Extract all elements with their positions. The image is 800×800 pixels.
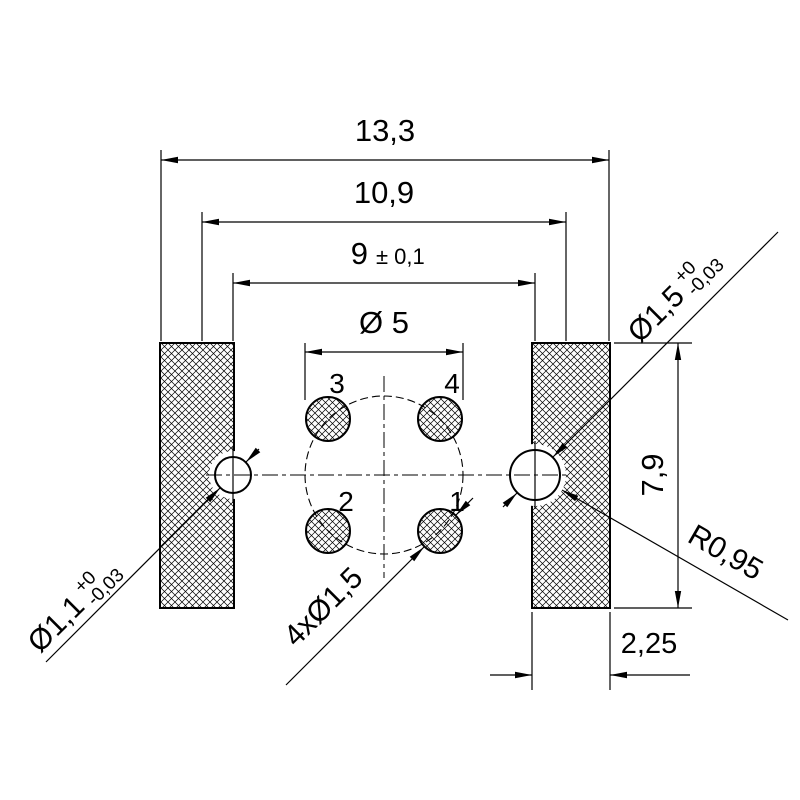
arrowhead	[549, 218, 566, 226]
pin-hole-2	[305, 508, 351, 554]
arrowhead	[233, 279, 250, 287]
pin-hole-3	[305, 396, 351, 442]
dim-outer-width-label: 10,9	[354, 175, 414, 210]
arrowhead	[161, 156, 178, 164]
pin-number-2: 2	[338, 486, 354, 517]
pin-hole-4	[417, 396, 463, 442]
arrowhead	[518, 279, 535, 287]
leader-line	[561, 489, 789, 621]
leader-line	[285, 546, 425, 686]
arrowhead	[446, 348, 463, 356]
arrowhead	[610, 671, 627, 679]
dim-pitch-tolerance-label: ± 0,1	[376, 244, 425, 269]
pattern-holes-label: 4xØ1,5	[278, 561, 370, 653]
pin-number-4: 4	[444, 368, 460, 399]
dim-block-width-label: 2,25	[621, 628, 677, 660]
dim-outer-width: 10,9	[201, 175, 567, 341]
arrowhead	[409, 544, 427, 562]
dim-height-label: 7,9	[635, 453, 670, 496]
arrowhead	[305, 348, 322, 356]
dim-bolt-circle: Ø 5	[304, 305, 464, 400]
arrowhead	[674, 343, 682, 360]
radius-label: R0,95	[683, 518, 769, 587]
dim-block-width: 2,25	[490, 612, 690, 690]
arrowhead	[674, 591, 682, 608]
dim-total-width-label: 13,3	[355, 113, 415, 148]
pin-hole-1	[417, 508, 463, 554]
left-hole-diameter-label: Ø1,1	[22, 590, 91, 659]
pin-number-1: 1	[449, 486, 465, 517]
dim-bolt-circle-label: Ø 5	[359, 305, 409, 340]
leader-line	[45, 487, 221, 663]
leader-line	[552, 231, 779, 458]
arrowhead	[515, 671, 532, 679]
dim-pitch-label: 9	[351, 236, 368, 271]
dim-pitch: 9 ± 0,1	[232, 236, 536, 341]
dim-total-width: 13,3	[160, 113, 610, 341]
bolt-circle	[304, 395, 464, 555]
arrowhead	[592, 156, 609, 164]
arrowhead	[202, 218, 219, 226]
pin-number-3: 3	[329, 368, 345, 399]
right-hole-diameter-label: Ø1,5	[622, 280, 691, 349]
dim-height: 7,9	[614, 342, 692, 609]
